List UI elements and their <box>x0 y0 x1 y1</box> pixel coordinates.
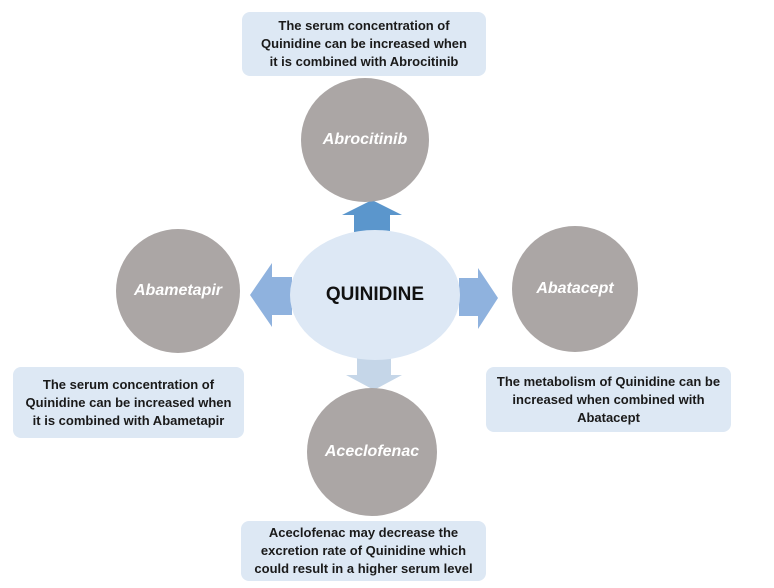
arrow-right-icon <box>459 268 498 329</box>
arrow-left-icon <box>250 263 292 327</box>
drug-label: Aceclofenac <box>324 443 420 460</box>
drug-node-abrocitinib: Abrocitinib <box>301 78 429 202</box>
drug-label: Abametapir <box>133 282 223 299</box>
center-drug-node: QUINIDINE <box>290 230 460 360</box>
drug-node-aceclofenac: Aceclofenac <box>307 388 437 516</box>
interaction-text: The metabolism of Quinidine can be incre… <box>496 373 721 425</box>
arrow-up-icon <box>342 200 402 232</box>
drug-label: Abrocitinib <box>322 131 408 148</box>
interaction-text: Aceclofenac may decrease the excretion r… <box>254 525 473 576</box>
center-drug-label: QUINIDINE <box>325 284 425 305</box>
interaction-box-abatacept: The metabolism of Quinidine can be incre… <box>486 367 731 432</box>
interaction-box-aceclofenac: Aceclofenac may decrease the excretion r… <box>241 521 486 581</box>
drug-node-abametapir: Abametapir <box>116 229 240 353</box>
interaction-box-abrocitinib: The serum concentration of Quinidine can… <box>242 12 486 76</box>
interaction-text: The serum concentration of Quinidine can… <box>25 376 232 428</box>
interaction-box-abametapir: The serum concentration of Quinidine can… <box>13 367 244 438</box>
interaction-text: The serum concentration of Quinidine can… <box>261 18 467 69</box>
arrow-down-icon <box>346 358 402 390</box>
drug-node-abatacept: Abatacept <box>512 226 638 352</box>
drug-label: Abatacept <box>536 280 614 297</box>
